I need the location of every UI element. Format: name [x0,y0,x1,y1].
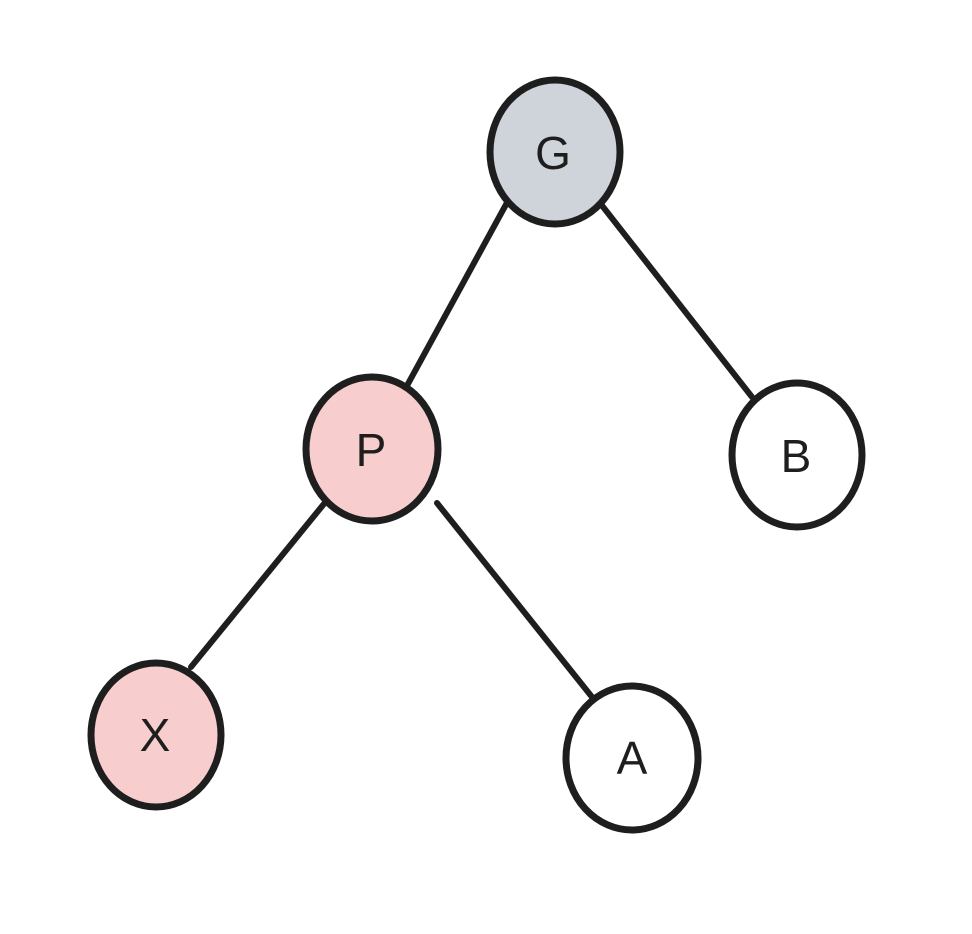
node-a-circle [562,682,702,834]
node-g-label: G [535,127,571,179]
node-x-circle [87,659,225,811]
node-x-label: X [140,709,171,761]
node-p-circle [302,373,442,525]
node-g: G [486,76,624,228]
node-x: X [87,659,225,811]
node-p: P [302,373,442,525]
node-p-label: P [356,424,387,476]
node-a-label: A [617,732,648,784]
edge-g-b [597,200,755,400]
node-b: B [728,379,866,531]
edge-p-a [434,500,595,700]
node-a: A [562,682,702,834]
node-b-label: B [781,430,812,482]
edge-g-p [400,185,518,396]
edge-p-x [188,491,335,670]
node-g-circle [486,76,624,228]
node-b-circle [728,379,866,531]
